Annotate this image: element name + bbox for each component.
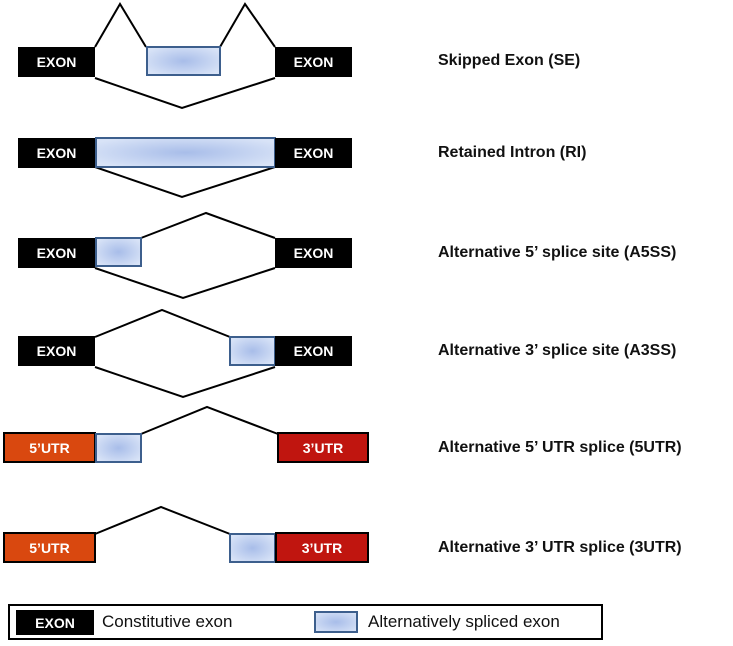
label-3utr: Alternative 3’ UTR splice (3UTR) (438, 539, 682, 556)
splice-line-bottom (94, 366, 276, 399)
exon-label: EXON (37, 54, 77, 70)
row-skipped-exon: EXON EXON (18, 2, 352, 110)
splice-line-top (94, 2, 147, 48)
exon-label: EXON (294, 343, 334, 359)
alternative-exon (146, 46, 221, 76)
row-a5ss: EXON EXON (18, 211, 352, 300)
splice-line-top (140, 405, 279, 435)
constitutive-exon (18, 336, 95, 366)
row-retained-intron: EXON EXON (18, 137, 352, 199)
row-3utr: 5’UTR 3’UTR (3, 505, 369, 563)
label-a5ss: Alternative 5’ splice site (A5SS) (438, 244, 677, 261)
label-skipped-exon: Skipped Exon (SE) (438, 52, 581, 69)
constitutive-exon (275, 238, 352, 268)
constitutive-exon (18, 238, 95, 268)
label-retained-intron: Retained Intron (RI) (438, 144, 587, 161)
label-5utr: Alternative 5’ UTR splice (5UTR) (438, 439, 682, 456)
constitutive-exon (275, 336, 352, 366)
alternative-exon (95, 137, 276, 168)
label-a3ss: Alternative 3’ splice site (A3SS) (438, 342, 677, 359)
legend-alternative-label: Alternatively spliced exon (368, 612, 560, 631)
utr5-label: 5’UTR (29, 440, 69, 456)
legend-constitutive-label: Constitutive exon (102, 612, 233, 631)
splice-line-top (94, 505, 231, 535)
utr3-exon (277, 432, 369, 463)
utr3-exon (275, 532, 369, 563)
row-5utr: 5’UTR 3’UTR (3, 405, 369, 463)
splice-line-bottom (94, 77, 276, 110)
legend-constitutive-swatch: EXON (16, 610, 94, 635)
splice-line-top (140, 211, 276, 239)
exon-label: EXON (294, 145, 334, 161)
exon-label: EXON (294, 245, 334, 261)
exon-label: EXON (37, 343, 77, 359)
exon-label: EXON (37, 245, 77, 261)
alternative-exon (229, 336, 276, 366)
alternative-exon (229, 533, 276, 563)
constitutive-exon (275, 47, 352, 77)
alternative-exon (95, 237, 142, 267)
utr5-label: 5’UTR (29, 540, 69, 556)
legend: EXON Constitutive exon Alternatively spl… (8, 604, 603, 640)
splice-line-bottom (94, 166, 276, 199)
utr3-label: 3’UTR (302, 540, 342, 556)
exon-label: EXON (294, 54, 334, 70)
splice-line-top (219, 2, 276, 48)
exon-label: EXON (37, 145, 77, 161)
row-a3ss: EXON EXON (18, 308, 352, 399)
splice-line-bottom (94, 267, 276, 300)
utr5-exon (3, 432, 96, 463)
constitutive-exon (275, 138, 352, 168)
splice-line-top (94, 308, 231, 338)
utr3-label: 3’UTR (303, 440, 343, 456)
constitutive-exon (18, 138, 95, 168)
constitutive-exon (18, 47, 95, 77)
legend-alternative-swatch (314, 611, 358, 633)
utr5-exon (3, 532, 96, 563)
alternative-exon (95, 433, 142, 463)
